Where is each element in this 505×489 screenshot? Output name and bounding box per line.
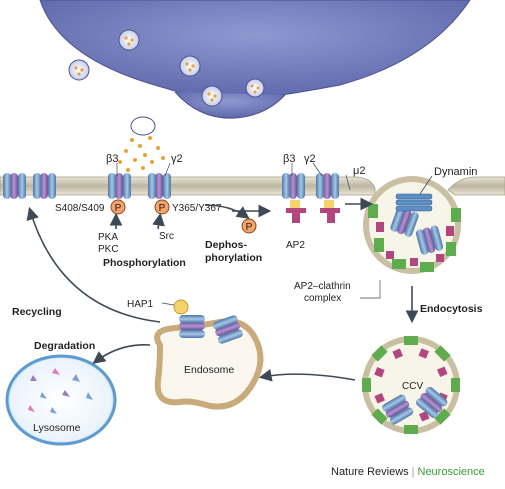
vesicle bbox=[245, 78, 265, 98]
pathway-arrows bbox=[26, 197, 419, 382]
receptor-phospho-y365 bbox=[148, 173, 171, 199]
label-endocytosis: Endocytosis bbox=[420, 303, 483, 315]
degradation-fragments bbox=[28, 368, 93, 414]
label-ap2-clathrin-1: AP2–clathrin bbox=[294, 281, 351, 292]
credit-separator: | bbox=[411, 466, 415, 478]
synaptic-vesicles bbox=[68, 29, 265, 136]
label-y365: Y365/Y367 bbox=[172, 203, 222, 214]
hap1-protein bbox=[161, 299, 189, 315]
receptor-phospho-s408 bbox=[108, 173, 131, 199]
vesicle bbox=[118, 29, 140, 51]
receptor-membrane-2 bbox=[33, 173, 56, 199]
kinase-arrow-src bbox=[152, 212, 165, 230]
ccv-to-endosome-arrow bbox=[258, 368, 356, 382]
leader-lines bbox=[116, 162, 381, 299]
label-endosome: Endosome bbox=[184, 364, 234, 376]
clathrin-coated-pit bbox=[363, 176, 461, 274]
lysosome bbox=[5, 354, 117, 446]
released-gaba bbox=[118, 136, 165, 172]
label-ccv: CCV bbox=[402, 381, 423, 392]
label-hap1: HAP1 bbox=[127, 299, 154, 310]
clathrin-coated-vesicle bbox=[362, 336, 460, 434]
label-src: Src bbox=[159, 231, 174, 242]
labels: β3 γ2 β3 γ2 μ2 Dynamin S408/S409 Y365/Y3… bbox=[12, 153, 483, 434]
label-pka: PKA bbox=[98, 232, 118, 243]
label-beta3-a: β3 bbox=[106, 153, 118, 165]
phosphate-released: P bbox=[241, 218, 257, 234]
label-gamma2-a: γ2 bbox=[171, 153, 183, 165]
label-lysosome: Lysosome bbox=[33, 422, 81, 434]
label-degradation: Degradation bbox=[34, 340, 95, 352]
ap2-adaptor bbox=[286, 200, 340, 223]
figure-credit: Nature Reviews|Neuroscience bbox=[331, 466, 485, 478]
endosome bbox=[154, 314, 264, 410]
label-gamma2-b: γ2 bbox=[304, 153, 316, 165]
postsynaptic-membrane bbox=[0, 176, 505, 196]
label-pkc: PKC bbox=[98, 244, 119, 255]
credit-section: Neuroscience bbox=[417, 466, 485, 478]
receptor-membrane-1 bbox=[3, 173, 26, 199]
dynamin-ring bbox=[395, 175, 433, 212]
clathrin-coat bbox=[368, 204, 461, 272]
recycling-arrow bbox=[26, 206, 161, 323]
vesicle bbox=[179, 55, 201, 77]
svg-text:P: P bbox=[159, 203, 166, 214]
vesicle bbox=[68, 59, 90, 81]
label-phosphorylation: Phosphorylation bbox=[103, 257, 186, 269]
presynaptic-terminal bbox=[39, 0, 471, 119]
credit-journal: Nature Reviews bbox=[331, 466, 409, 478]
label-dephos-1: Dephos- bbox=[205, 239, 248, 251]
phosphate-s408: P bbox=[110, 199, 126, 215]
label-mu2: μ2 bbox=[353, 165, 365, 177]
label-beta3-b: β3 bbox=[283, 153, 295, 165]
receptor-ap2-2 bbox=[316, 173, 339, 199]
fusing-vesicle bbox=[130, 116, 156, 136]
dephosphorylation-arrow bbox=[204, 204, 250, 219]
label-recycling: Recycling bbox=[12, 306, 62, 318]
svg-text:P: P bbox=[115, 203, 122, 214]
label-s408: S408/S409 bbox=[55, 203, 105, 214]
degradation-arrow bbox=[92, 344, 151, 364]
phosphate-y365: P bbox=[154, 199, 170, 215]
label-dynamin: Dynamin bbox=[434, 166, 477, 178]
vesicle bbox=[201, 85, 223, 107]
label-dephos-2: phorylation bbox=[205, 252, 262, 264]
receptor-ap2-1 bbox=[282, 173, 305, 199]
label-ap2-clathrin-2: complex bbox=[304, 293, 341, 304]
label-ap2: AP2 bbox=[286, 240, 305, 251]
svg-text:P: P bbox=[246, 222, 253, 233]
